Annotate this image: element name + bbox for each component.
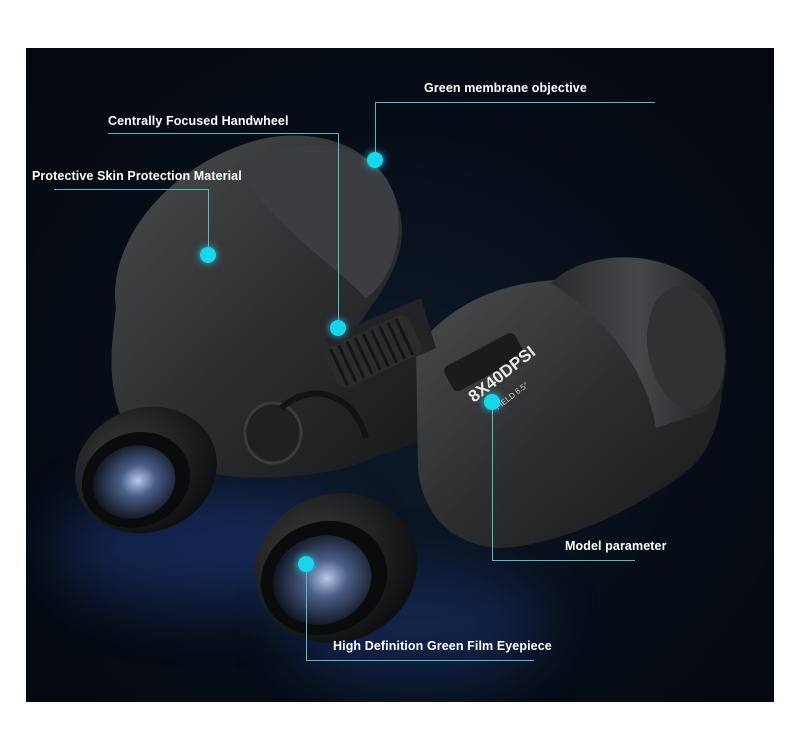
marker-dot-model bbox=[484, 394, 500, 410]
callout-label-model: Model parameter bbox=[565, 539, 667, 553]
marker-dot-eyepiece bbox=[298, 556, 314, 572]
right-objective-rim bbox=[647, 286, 725, 410]
marker-dot-handwheel bbox=[330, 320, 346, 336]
callout-label-skin: Protective Skin Protection Material bbox=[32, 169, 242, 183]
leader-eyepiece-h bbox=[306, 660, 534, 661]
right-eyepiece-lens bbox=[272, 535, 372, 625]
leader-skin-h bbox=[54, 189, 208, 190]
marker-dot-skin bbox=[200, 247, 216, 263]
leader-objective-v bbox=[375, 102, 376, 158]
callout-label-eyepiece: High Definition Green Film Eyepiece bbox=[333, 639, 552, 653]
leader-skin-v bbox=[208, 189, 209, 247]
callout-label-handwheel: Centrally Focused Handwheel bbox=[108, 114, 289, 128]
leader-model-v bbox=[492, 410, 493, 560]
left-objective-tube bbox=[236, 144, 399, 298]
leader-model-h bbox=[492, 560, 635, 561]
leader-handwheel-v bbox=[338, 133, 339, 320]
strap-lug bbox=[243, 401, 303, 465]
binoculars-image: 8X40DPSI FIELD 6.5° bbox=[75, 135, 727, 643]
leader-objective-h bbox=[375, 102, 655, 103]
leader-eyepiece-v bbox=[306, 572, 307, 660]
marker-dot-objective bbox=[367, 152, 383, 168]
callout-label-objective: Green membrane objective bbox=[424, 81, 587, 95]
product-photo-frame: 8X40DPSI FIELD 6.5° Green membrane objec… bbox=[26, 48, 774, 702]
model-plate bbox=[444, 332, 524, 392]
left-eyepiece-lens bbox=[92, 445, 176, 519]
focus-wheel bbox=[325, 315, 422, 388]
leader-handwheel-h bbox=[108, 133, 338, 134]
